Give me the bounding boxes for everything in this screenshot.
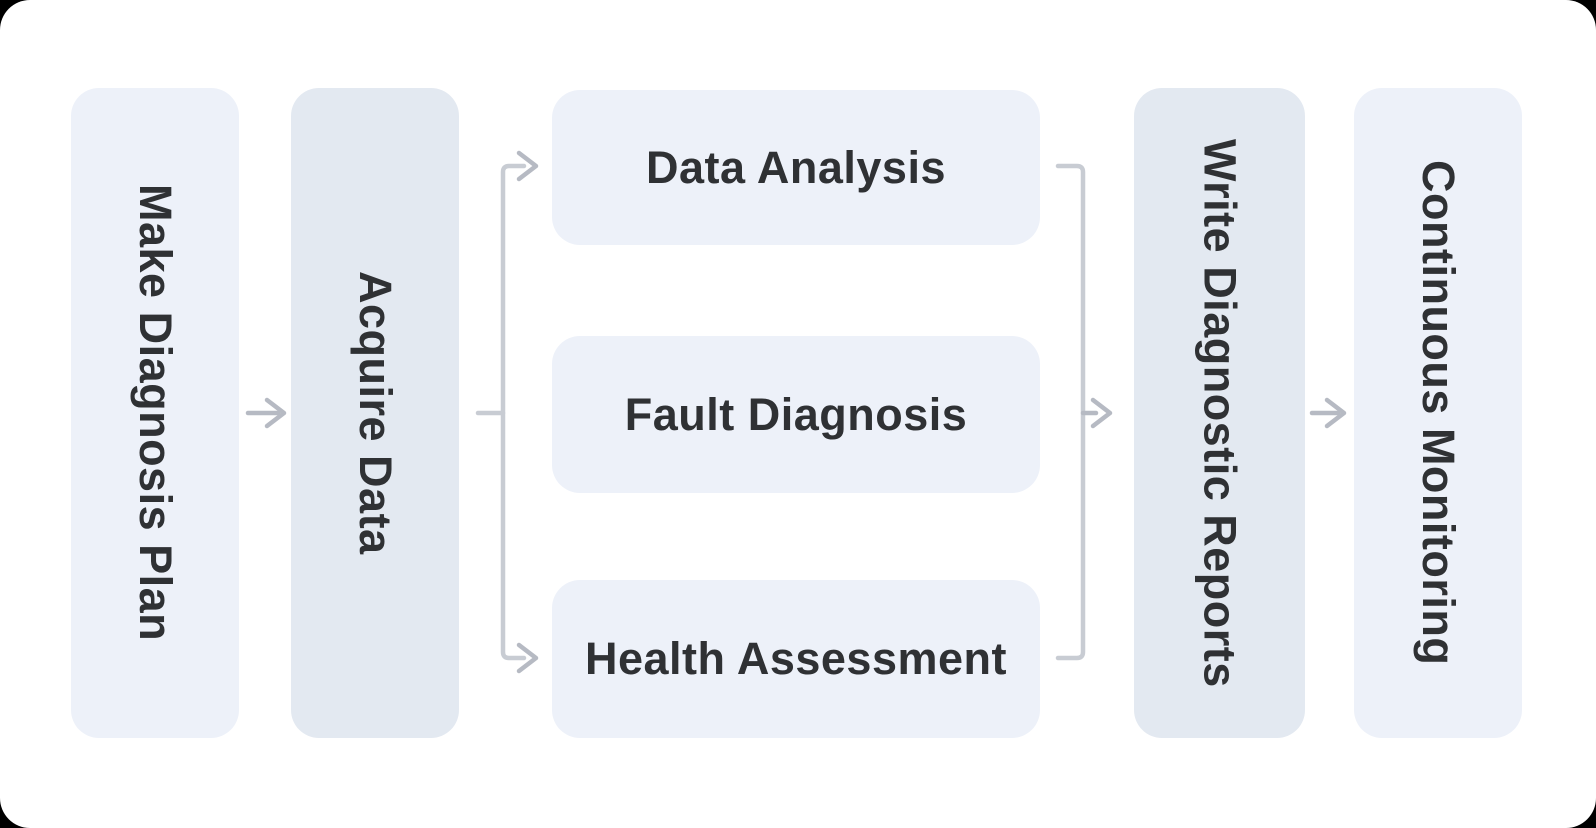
node-label: Make Diagnosis Plan	[130, 184, 181, 642]
arrow-right-icon	[264, 397, 287, 429]
node-label: Fault Diagnosis	[624, 388, 968, 440]
node-acquire-data: Acquire Data	[291, 88, 459, 738]
arrow-make-to-acquire	[245, 397, 287, 429]
node-label: Write Diagnostic Reports	[1194, 138, 1246, 688]
arrow-right-icon	[516, 150, 539, 182]
arrow-right-icon	[1090, 397, 1113, 429]
merge-connector	[1055, 163, 1113, 661]
node-label: Acquire Data	[350, 271, 401, 555]
node-label: Data Analysis	[646, 141, 946, 193]
branch-rail-line	[500, 163, 527, 661]
arrow-write-to-monitoring	[1309, 397, 1347, 429]
node-fault-diagnosis: Fault Diagnosis	[552, 336, 1040, 493]
arrow-right-icon	[516, 642, 539, 674]
node-write-diagnostic-reports: Write Diagnostic Reports	[1134, 88, 1305, 738]
node-label: Continuous Monitoring	[1413, 160, 1464, 666]
node-label: Health Assessment	[584, 633, 1007, 684]
node-make-diagnosis-plan: Make Diagnosis Plan	[71, 88, 239, 738]
node-data-analysis: Data Analysis	[552, 90, 1040, 245]
merge-rail-line	[1055, 163, 1086, 661]
node-health-assessment: Health Assessment	[552, 580, 1040, 738]
arrow-right-icon	[1324, 397, 1347, 429]
node-continuous-monitoring: Continuous Monitoring	[1354, 88, 1522, 738]
branch-connector	[475, 150, 539, 674]
